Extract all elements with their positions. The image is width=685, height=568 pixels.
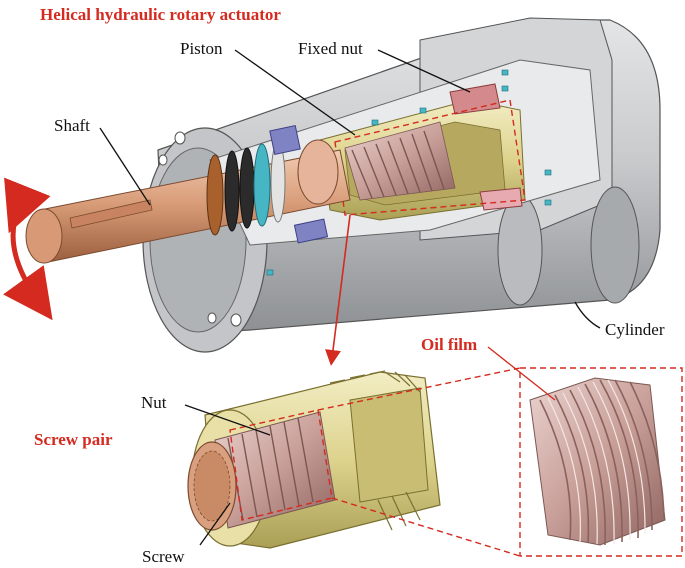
leader-cylinder [574, 301, 601, 329]
oil-film-highlight-lines [547, 379, 646, 545]
leader-nut [184, 404, 271, 436]
rear-end-face [590, 186, 640, 304]
oil-film-zoom-lines [317, 367, 521, 557]
leader-oil-film [487, 346, 556, 401]
label-piston: Piston [180, 39, 223, 58]
label-nut: Nut [141, 393, 167, 412]
oil-film-inset [519, 367, 683, 557]
fixed-nut-lower [479, 187, 523, 211]
label-fixed-nut: Fixed nut [298, 39, 363, 58]
screw-pair-detail [187, 370, 441, 549]
label-screw: Screw [142, 547, 185, 566]
leader-fixed-nut [377, 49, 471, 93]
nut-inner-cut [349, 387, 429, 503]
shaft-keyway [69, 199, 153, 229]
screw-pair-highlight [334, 99, 526, 216]
shaft-shoulder [297, 139, 339, 205]
flange-bolt-holes [158, 131, 242, 327]
screw-pair-detail-highlight [229, 409, 333, 521]
label-cylinder: Cylinder [605, 320, 665, 339]
leader-shaft [99, 127, 151, 206]
rotation-arrow [3, 177, 53, 321]
screw-gear-end [187, 441, 237, 531]
zoom-arrow [325, 214, 351, 366]
leader-screw [199, 502, 231, 546]
housing-seal-marks [266, 69, 552, 276]
label-screw-pair: Screw pair [34, 430, 113, 449]
rear-ring [497, 194, 543, 306]
shaft-seals [206, 141, 286, 236]
piston-screw-helix [344, 121, 456, 201]
bearing-block-bottom [293, 218, 329, 244]
leader-piston [234, 49, 356, 136]
diagram-title: Helical hydraulic rotary actuator [40, 5, 281, 24]
fixed-nut [449, 83, 501, 115]
label-shaft: Shaft [54, 116, 90, 135]
bearing-block-top [269, 124, 301, 156]
oil-film-frame [519, 367, 683, 557]
actuator-assembly [25, 17, 661, 353]
label-oil-film: Oil film [421, 335, 477, 354]
shaft-end [25, 208, 63, 264]
oil-film-helix-lines [539, 379, 665, 546]
